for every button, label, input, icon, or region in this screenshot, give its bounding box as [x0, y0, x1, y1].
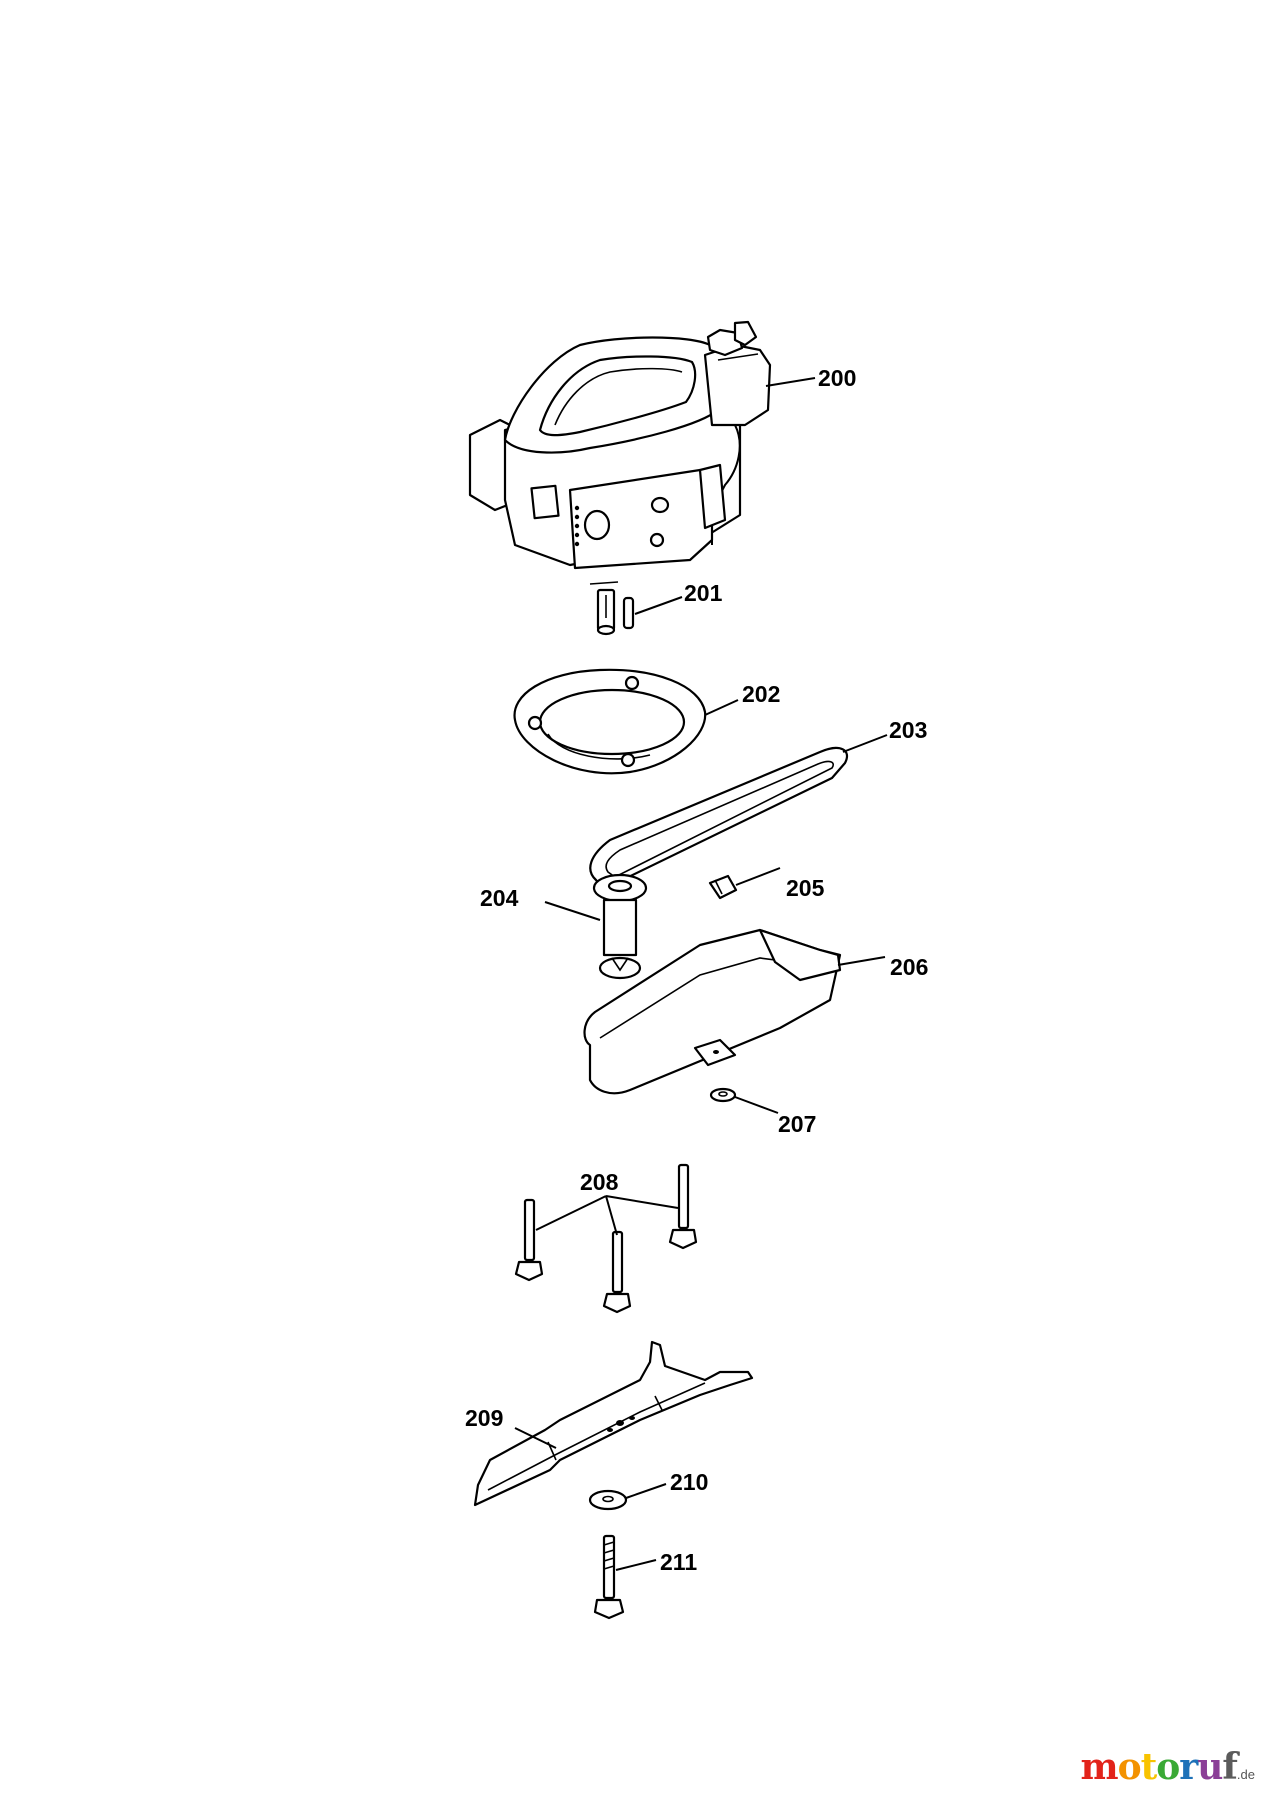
part-label-206: 206: [890, 954, 928, 980]
part-205-clip[interactable]: [708, 867, 781, 900]
part-label-200: 200: [818, 365, 856, 391]
part-label-205: 205: [786, 875, 825, 901]
part-207-washer[interactable]: [709, 1087, 779, 1114]
logo-letter-t: t: [1140, 1746, 1158, 1788]
part-label-211: 211: [660, 1549, 697, 1575]
logo-letter-f: f: [1222, 1746, 1237, 1788]
part-202-mounting-flange[interactable]: [513, 668, 739, 775]
part-label-201: 201: [684, 580, 723, 606]
part-200-engine[interactable]: [468, 320, 816, 570]
logo-letter-o2: o: [1156, 1746, 1180, 1788]
part-209-mower-blade[interactable]: [473, 1340, 754, 1507]
logo-letter-o: o: [1117, 1746, 1142, 1788]
part-label-210: 210: [670, 1469, 708, 1495]
part-204-pulley[interactable]: [544, 873, 648, 980]
part-label-207: 207: [778, 1111, 816, 1137]
part-208-bolts[interactable]: [514, 1163, 698, 1314]
part-201-shaft-key[interactable]: [589, 581, 683, 636]
part-211-blade-bolt[interactable]: [593, 1534, 657, 1620]
part-label-203: 203: [889, 717, 927, 743]
part-label-209: 209: [465, 1405, 503, 1431]
part-210-blade-washer[interactable]: [588, 1483, 667, 1511]
part-label-202: 202: [742, 681, 780, 707]
part-206-belt-guard[interactable]: [583, 928, 886, 1095]
logo-letter-r: r: [1179, 1746, 1198, 1788]
part-label-208: 208: [580, 1169, 619, 1195]
part-label-204: 204: [480, 885, 519, 911]
logo-tld: .de: [1236, 1767, 1255, 1782]
logo-letter-u: u: [1197, 1746, 1223, 1788]
motoruf-logo: motoruf.de: [1081, 1746, 1256, 1788]
logo-letter-m: m: [1080, 1746, 1119, 1788]
